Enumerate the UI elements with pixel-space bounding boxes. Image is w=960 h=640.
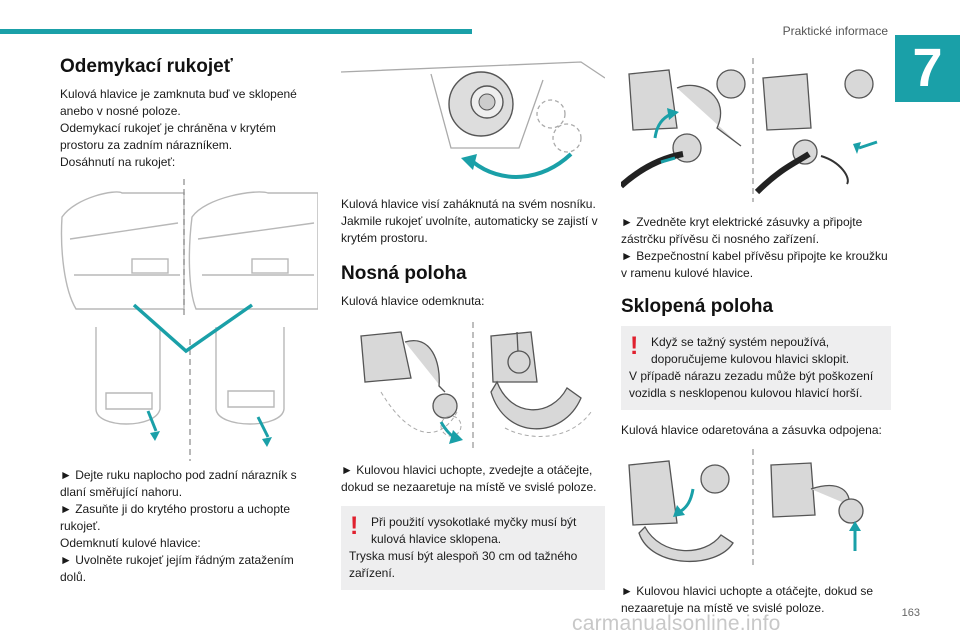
warning-icon: ! xyxy=(630,332,639,360)
lead-unlocked-disconnected: Kulová hlavice odaretována a zásuvka odp… xyxy=(621,423,882,437)
page-number: 163 xyxy=(901,607,920,619)
step-raise: ► Kulovou hlavici uchopte, zvedejte a ot… xyxy=(341,463,597,494)
heading-unlock-handle: Odemykací rukojeť xyxy=(60,56,233,77)
chapter-number: 7 xyxy=(895,35,960,102)
intro-text-1: Kulová hlavice je zamknuta buď ve sklope… xyxy=(60,87,297,118)
figure-ball-head-fold xyxy=(621,449,887,569)
watermark: carmanualsonline.info xyxy=(572,612,781,635)
warning-pressure-washer: ! Při použití vysokotlaké myčky musí být… xyxy=(341,506,605,590)
header-accent-bar xyxy=(0,29,472,34)
intro-text-3: Dosáhnutí na rukojeť: xyxy=(60,155,176,169)
figure-ball-head-raise xyxy=(341,322,605,450)
step-label-unlock: Odemknutí kulové hlavice: xyxy=(60,536,201,550)
step-cable: ► Bezpečnostní kabel přívěsu připojte ke… xyxy=(621,249,888,280)
caption-hanging: Kulová hlavice visí zaháknutá na svém no… xyxy=(341,197,598,245)
column-carrying-position: Kulová hlavice visí zaháknutá na svém no… xyxy=(341,58,605,590)
section-title: Praktické informace xyxy=(782,24,888,38)
step-1: ► Dejte ruku naplocho pod zadní nárazník… xyxy=(60,468,297,499)
figure-ball-head-hanging xyxy=(341,58,605,188)
warning-icon: ! xyxy=(350,512,359,540)
heading-folded-position: Sklopená poloha xyxy=(621,296,774,317)
column-folded-position: ► Zvedněte kryt elektrické zásuvky a při… xyxy=(621,58,891,617)
heading-carrying-position: Nosná poloha xyxy=(341,263,467,284)
warning-fold-ball: ! Když se tažný systém nepoužívá, doporu… xyxy=(621,326,891,410)
warning-body: Tryska musí být alespoň 30 cm od tažného… xyxy=(349,549,578,580)
warning-body: V případě nárazu zezadu může být poškoze… xyxy=(629,369,874,400)
warning-title: Když se tažný systém nepoužívá, doporuču… xyxy=(651,335,850,366)
lead-unlocked: Kulová hlavice odemknuta: xyxy=(341,294,485,308)
intro-text-2: Odemykací rukojeť je chráněna v krytém p… xyxy=(60,121,276,152)
figure-bumper-handle xyxy=(56,179,318,461)
step-2: ► Zasuňte ji do krytého prostoru a uchop… xyxy=(60,502,291,533)
warning-title: Při použití vysokotlaké myčky musí být k… xyxy=(371,515,577,546)
column-unlock-handle: Odemykací rukojeť Kulová hlavice je zamk… xyxy=(56,56,318,586)
step-3: ► Uvolněte rukojeť jejím řádným zatažení… xyxy=(60,553,294,584)
figure-socket-cable xyxy=(621,58,887,202)
step-socket: ► Zvedněte kryt elektrické zásuvky a při… xyxy=(621,215,863,246)
step-fold: ► Kulovou hlavici uchopte a otáčejte, do… xyxy=(621,584,874,615)
